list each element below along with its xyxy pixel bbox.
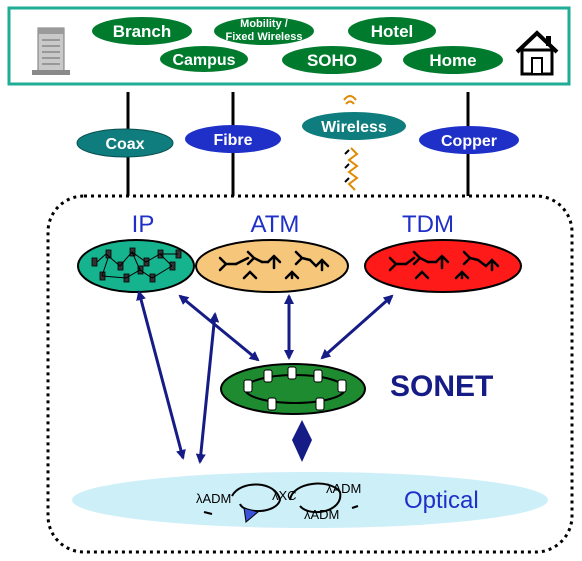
tdm-network-cloud (364, 239, 522, 293)
medium-coax-label: Coax (105, 136, 144, 153)
medium-copper: Copper (419, 126, 519, 154)
house-icon (515, 30, 559, 76)
site-home: Home (403, 46, 503, 74)
wireless-link-zigzag (343, 95, 359, 191)
arrow-ip-to-optical-left (136, 290, 186, 460)
site-hotel: Hotel (348, 17, 436, 45)
sonet-optical-link-diamond (292, 420, 312, 462)
ip-title: IP (132, 211, 155, 238)
atm-title: ATM (251, 211, 300, 238)
ip-network-cloud (77, 239, 195, 293)
site-branch-label: Branch (113, 22, 172, 41)
site-mobility-label-line1: Mobility / (240, 18, 288, 30)
office-building-icon (32, 27, 70, 75)
optical-adm-left-label: λADM (196, 491, 231, 506)
sonet-title: SONET (390, 370, 493, 403)
medium-fibre: Fibre (185, 125, 281, 153)
sonet-network-ring (220, 363, 366, 415)
medium-wireless: Wireless (302, 112, 406, 140)
site-branch: Branch (92, 17, 192, 45)
tdm-title: TDM (402, 211, 454, 238)
optical-adm-right-bottom-label: λADM (304, 507, 339, 522)
core-network-boundary (46, 194, 574, 554)
arrow-ip-to-optical-right (195, 312, 220, 464)
optical-title: Optical (404, 487, 479, 514)
adm-triangle-icon (243, 507, 260, 523)
site-mobility: Mobility / Fixed Wireless (214, 17, 314, 45)
site-campus: Campus (160, 46, 248, 72)
site-mobility-label-line2: Fixed Wireless (226, 31, 303, 43)
site-campus-label: Campus (172, 52, 235, 69)
site-soho-label: SOHO (307, 51, 357, 70)
medium-coax: Coax (76, 128, 174, 158)
medium-fibre-label: Fibre (213, 132, 252, 149)
medium-copper-label: Copper (441, 133, 497, 150)
medium-wireless-label: Wireless (321, 119, 387, 136)
site-home-label: Home (429, 51, 476, 70)
interconnect-arrows (136, 290, 394, 464)
optical-xc-label: λXC (272, 488, 297, 503)
arrow-ip-to-sonet (178, 294, 260, 362)
atm-network-cloud (195, 239, 349, 293)
arrow-tdm-to-sonet (320, 294, 394, 360)
site-soho: SOHO (282, 46, 382, 74)
optical-adm-right-top-label: λADM (326, 481, 361, 496)
optical-layer (72, 472, 548, 528)
site-hotel-label: Hotel (371, 22, 414, 41)
